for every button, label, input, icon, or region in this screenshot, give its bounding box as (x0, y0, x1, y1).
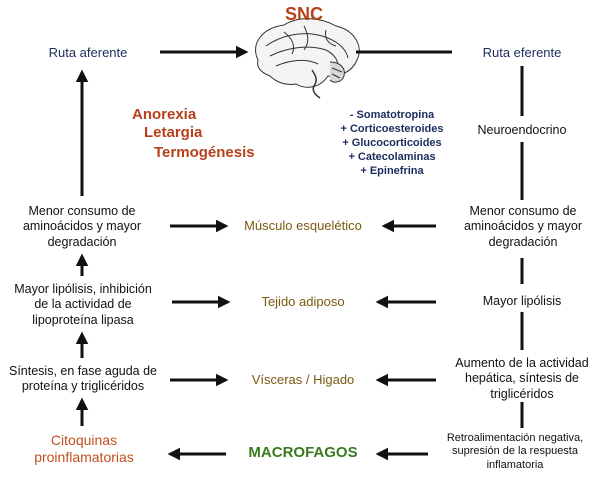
hormone-item: - Somatotropina (349, 109, 435, 121)
hormone-item: + Corticoesteroides (340, 123, 444, 136)
right-hepatica-text: Aumento de la actividad hepática, síntes… (446, 356, 598, 402)
text-line: Citoquinas (50, 432, 118, 448)
effect-letargia: Letargia (144, 124, 203, 141)
text-line: aminoácidos y mayor (463, 219, 583, 234)
text-line: triglicéridos (490, 386, 554, 401)
text-line: de la actividad de (34, 297, 132, 312)
text-line: hepática, síntesis de (465, 371, 579, 386)
right-lipolisis-text: Mayor lipólisis (482, 294, 562, 308)
center-tejido-label: Tejido adiposo (261, 294, 345, 309)
center-macrofagos-label: MACROFAGOS (248, 444, 358, 461)
text-line: proinflamatorias (34, 449, 134, 466)
left-lipolisis-text: Mayor lipólisis, inhibición de la activi… (4, 282, 162, 328)
title-snc: SNC (284, 4, 323, 24)
hormone-item: + Glucocorticoides (342, 137, 442, 150)
hormone-item: + Epinefrina (360, 165, 424, 178)
center-visceras-label: Vísceras / Higado (251, 372, 355, 387)
text-line: degradación (488, 234, 558, 249)
effect-anorexia: Anorexia (132, 106, 197, 123)
left-sintesis-text: Síntesis, en fase aguda de proteína y tr… (4, 364, 162, 395)
center-musculo-label: Músculo esquelético (244, 218, 362, 233)
text-line: Mayor lipólisis, inhibición (14, 282, 152, 296)
text-line: Aumento de la actividad (455, 356, 589, 370)
left-citoquinas-text: Citoquinas proinflamatorias (14, 432, 154, 466)
hormone-item: + Catecolaminas (348, 151, 436, 164)
ruta-aferente-label: Ruta aferente (48, 45, 128, 60)
ruta-eferente-label: Ruta eferente (482, 45, 562, 60)
text-line: Retroalimentación negativa, (446, 432, 584, 444)
brain-sagittal-icon (255, 18, 360, 99)
left-musculo-text: Menor consumo de aminoácidos y mayor deg… (14, 204, 150, 250)
effect-termogenesis: Termogénesis (154, 144, 255, 161)
text-line: supresión de la respuesta (452, 445, 578, 458)
text-line: Menor consumo de (469, 204, 577, 218)
neuroendocrino-label: Neuroendocrino (477, 123, 567, 137)
text-line: degradación (47, 234, 117, 249)
text-line: aminoácidos y mayor (22, 219, 142, 234)
right-musculo-text: Menor consumo de aminoácidos y mayor deg… (450, 204, 596, 250)
right-retro-text: Retroalimentación negativa, supresión de… (432, 432, 598, 472)
text-line: inflamatoria (486, 458, 544, 471)
text-line: lipoproteína lipasa (32, 312, 134, 327)
hormone-list: - Somatotropina + Corticoesteroides + Gl… (330, 108, 454, 178)
text-line: Síntesis, en fase aguda de (8, 364, 158, 378)
text-line: proteína y triglicéridos (21, 379, 145, 394)
text-line: Menor consumo de (28, 204, 136, 218)
